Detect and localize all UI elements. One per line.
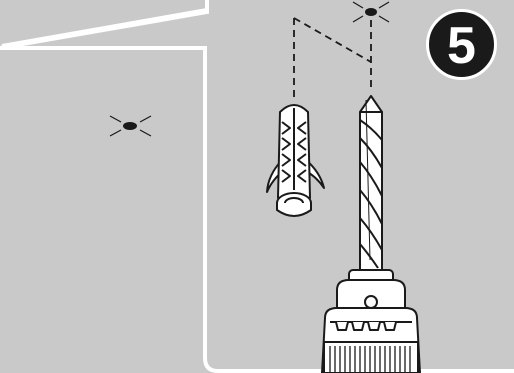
- step-badge: 5: [426, 9, 497, 80]
- wall-edge: [0, 46, 514, 373]
- wall-plug-icon: [266, 104, 325, 217]
- drill-bit-icon: [359, 95, 383, 273]
- wall-top-edge: [1, 0, 209, 48]
- drill-mark-icon: [109, 115, 152, 137]
- guide-lines: [293, 17, 372, 100]
- step-number: 5: [447, 16, 476, 75]
- drill-chuck: [321, 269, 421, 373]
- drill-mark-icon: [352, 1, 390, 23]
